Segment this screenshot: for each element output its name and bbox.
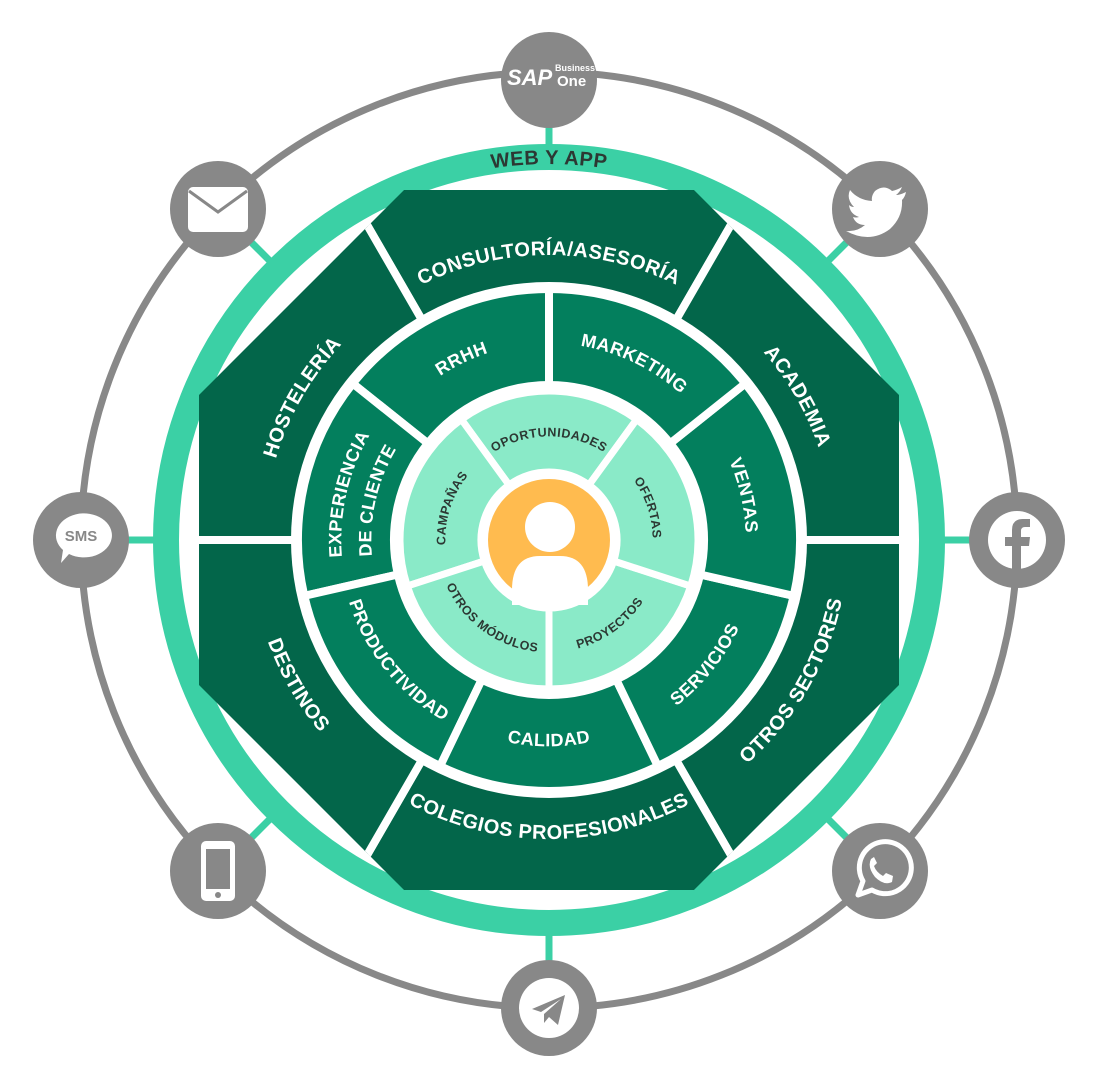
sap-logo-business: Business [555, 63, 595, 73]
web-app-ring [153, 144, 945, 936]
departments-ring [294, 284, 804, 795]
department-label-calidad-text: CALIDAD [506, 726, 591, 750]
email-icon [188, 187, 248, 232]
channel-email[interactable] [170, 161, 266, 257]
sap-logo-one: One [557, 73, 586, 90]
twitter-icon [846, 187, 906, 238]
modules-ring [396, 387, 702, 693]
department-segment[interactable] [545, 284, 751, 449]
center-user [488, 479, 610, 605]
module-segment[interactable] [584, 414, 702, 591]
module-segment[interactable] [456, 387, 642, 490]
telegram-icon [519, 978, 579, 1038]
channel-whatsapp[interactable] [832, 823, 928, 919]
sms-bubble-icon [55, 513, 112, 563]
sms-label: SMS [65, 528, 98, 545]
channel-twitter[interactable] [832, 161, 928, 257]
department-label-calidad[interactable]: CALIDAD [506, 726, 591, 750]
channel-sms[interactable]: SMS [33, 492, 129, 588]
channel-sap-business-one[interactable]: SAP Business One [501, 32, 597, 128]
mobile-phone-icon [201, 841, 235, 901]
channel-telegram[interactable] [501, 960, 597, 1056]
sap-logo: SAP [507, 65, 553, 90]
module-segment[interactable] [402, 556, 553, 693]
channel-mobile-phone[interactable] [170, 823, 266, 919]
user-icon [512, 502, 588, 605]
channel-facebook[interactable] [969, 492, 1065, 588]
module-segment[interactable] [396, 414, 514, 591]
whatsapp-icon [855, 839, 914, 898]
